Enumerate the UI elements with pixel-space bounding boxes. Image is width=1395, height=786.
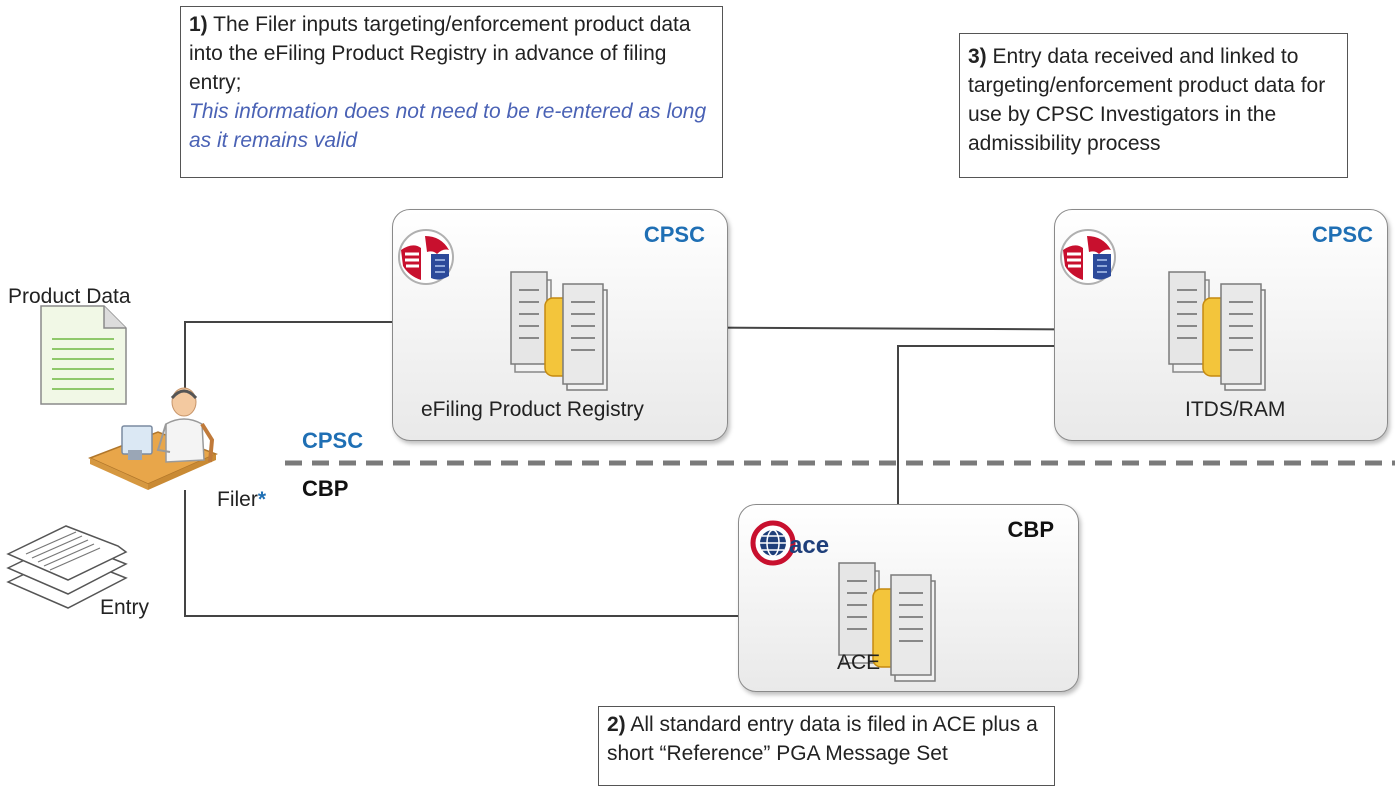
- product-data-label: Product Data: [8, 285, 131, 308]
- note-3-text: Entry data received and linked to target…: [968, 45, 1326, 155]
- entry-label: Entry: [100, 596, 150, 619]
- cpsc-seal-icon: [398, 229, 454, 285]
- note-1-number: 1): [189, 13, 208, 36]
- note-step-2: 2) All standard entry data is filed in A…: [598, 706, 1055, 786]
- panel-registry-label: eFiling Product Registry: [421, 398, 644, 421]
- cpsc-seal-icon: [1060, 229, 1116, 285]
- panel-ace-label: ACE: [837, 651, 881, 674]
- arrow-filer-to-ace: [184, 490, 839, 621]
- document-stack-icon: [6, 525, 128, 609]
- ace-logo-text: ace: [789, 532, 829, 559]
- ace-logo-icon: ace: [750, 520, 829, 566]
- panel-itds-label: ITDS/RAM: [1185, 398, 1286, 421]
- panel-ace-agency: CBP: [1007, 517, 1054, 542]
- filer-name: Filer: [217, 488, 258, 511]
- filer-asterisk: *: [257, 488, 267, 511]
- note-1-text: The Filer inputs targeting/enforcement p…: [189, 13, 691, 94]
- server-icon: [838, 562, 936, 682]
- note-2-number: 2): [607, 713, 626, 736]
- panel-ace: ace CBP ACE: [738, 504, 1079, 692]
- note-3-number: 3): [968, 45, 987, 68]
- panel-itds-agency: CPSC: [1311, 222, 1373, 247]
- divider-label-cpsc: CPSC: [302, 428, 364, 453]
- filer-label: Filer*: [217, 488, 266, 512]
- note-step-1: 1) The Filer inputs targeting/enforcemen…: [180, 6, 723, 178]
- panel-registry-agency: CPSC: [643, 222, 705, 247]
- filer-at-desk-icon: [88, 387, 218, 490]
- server-icon: [1168, 271, 1266, 391]
- divider-label-cbp: CBP: [302, 476, 349, 501]
- document-icon: [40, 305, 127, 405]
- panel-itds-ram: CPSC ITDS/RAM: [1054, 209, 1388, 441]
- server-icon: [510, 271, 608, 391]
- note-step-3: 3) Entry data received and linked to tar…: [959, 33, 1348, 178]
- panel-efiling-registry: CPSC eFiling Product Registry: [392, 209, 728, 441]
- note-2-text: All standard entry data is filed in ACE …: [607, 713, 1038, 765]
- note-1-italic: This information does not need to be re-…: [189, 100, 707, 152]
